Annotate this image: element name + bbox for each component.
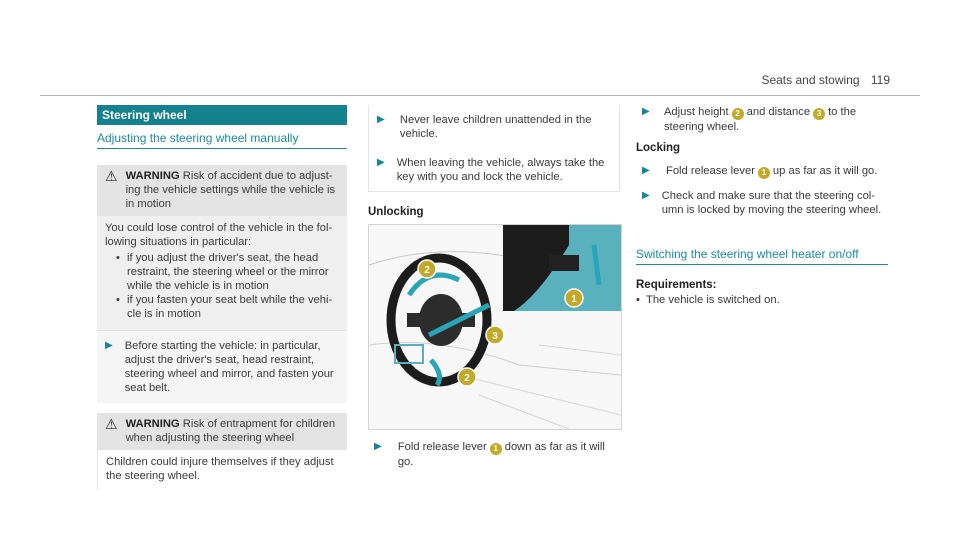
arrow-right-icon: ▶ <box>377 157 385 168</box>
arrow-right-icon: ▶ <box>642 165 650 176</box>
arrow-right-icon: ▶ <box>105 340 113 351</box>
arrow-right-icon: ▶ <box>377 114 385 125</box>
header-rule <box>40 95 920 96</box>
warning-box-entrapment: ⚠ WARNING Risk of entrapment for childre… <box>97 413 347 490</box>
svg-text:1: 1 <box>571 294 577 305</box>
arrow-right-icon: ▶ <box>642 106 650 117</box>
locking-heading: Locking <box>636 142 681 154</box>
warning-text: Risk of accident due to adjust-ing the v… <box>125 170 336 210</box>
heater-subsection-title: Switching the steering wheel heater on/o… <box>636 241 888 265</box>
unlocking-heading: Unlocking <box>368 206 424 218</box>
warning-step-text: Before starting the vehicle: in particul… <box>124 340 334 394</box>
instruction-step: ▶ Check and make sure that the steering … <box>636 179 888 217</box>
step-text: When leaving the vehicle, always take th… <box>396 157 605 183</box>
list-item: if you adjust the driver's seat, the hea… <box>116 251 339 293</box>
warning-bullets: if you adjust the driver's seat, the hea… <box>105 251 339 321</box>
steering-wheel-illustration: 1 2 3 2 <box>368 224 622 430</box>
step-text: Never leave children unattended in the v… <box>399 114 592 140</box>
arrow-right-icon: ▶ <box>642 190 650 201</box>
svg-text:2: 2 <box>424 265 430 276</box>
warning-header: ⚠ WARNING Risk of entrapment for childre… <box>97 413 347 450</box>
callout-1: 1 <box>564 288 584 308</box>
warning-continuation: ▶ Never leave children unattended in the… <box>368 105 620 192</box>
requirements-heading: Requirements: <box>636 279 717 291</box>
warning-header: ⚠ WARNING Risk of accident due to adjust… <box>97 165 347 216</box>
warning-box-accident: ⚠ WARNING Risk of accident due to adjust… <box>97 165 347 403</box>
callout-2-top: 2 <box>417 259 437 279</box>
instruction-step: ▶ Never leave children unattended in the… <box>369 105 619 148</box>
arrow-right-icon: ▶ <box>374 441 382 452</box>
step-text: Check and make sure that the steering co… <box>661 190 882 216</box>
callout-3: 3 <box>485 325 505 345</box>
requirement-item: The vehicle is switched on. <box>636 293 888 307</box>
list-item: if you fasten your seat belt while the v… <box>116 293 339 321</box>
callout-badge: 1 <box>489 443 502 455</box>
warning-label: WARNING <box>125 418 180 430</box>
warning-step: ▶ Before starting the vehicle: in partic… <box>97 330 347 403</box>
svg-text:2: 2 <box>464 373 470 384</box>
section-title: Steering wheel <box>97 105 347 125</box>
warning-body-text: You could lose control of the vehicle in… <box>105 222 333 248</box>
warning-body: You could lose control of the vehicle in… <box>97 216 347 330</box>
warning-triangle-icon: ⚠ <box>105 168 118 184</box>
svg-text:3: 3 <box>492 331 498 342</box>
warning-body: Children could injure themselves if they… <box>97 450 347 490</box>
callout-badge: 1 <box>757 167 770 179</box>
warning-text: Risk of entrapment for children when adj… <box>125 418 336 444</box>
callout-badge: 3 <box>813 108 826 120</box>
warning-label: WARNING <box>125 170 180 182</box>
column-1: Steering wheel Adjusting the steering wh… <box>97 105 347 490</box>
instruction-step: ▶ When leaving the vehicle, always take … <box>369 148 619 191</box>
subsection-title: Adjusting the steering wheel manually <box>97 125 347 149</box>
callout-badge: 2 <box>731 108 744 120</box>
callout-2-bottom: 2 <box>457 367 477 387</box>
warning-triangle-icon: ⚠ <box>105 416 118 432</box>
page-number: 119 <box>870 73 890 87</box>
steering-wheel-drawing: 1 2 3 2 <box>369 225 621 429</box>
column-2: ▶ Never leave children unattended in the… <box>368 105 622 469</box>
section-name: Seats and stowing <box>761 73 860 87</box>
running-header: Seats and stowing 119 <box>761 73 890 87</box>
